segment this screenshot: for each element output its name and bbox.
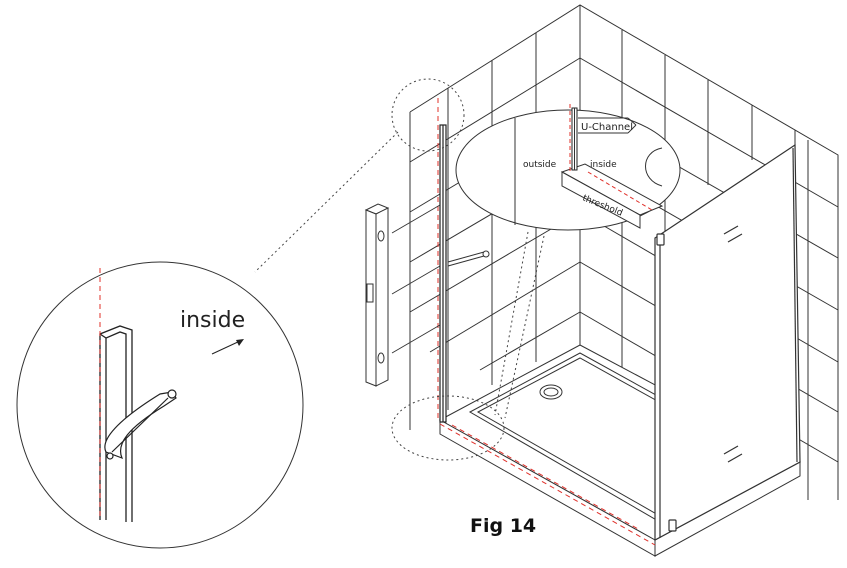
level-bubble-bottom-icon (378, 353, 384, 363)
top-callout (392, 79, 464, 151)
spirit-level-small (448, 251, 489, 266)
outside-label: outside (523, 160, 557, 170)
inside-small-label: inside (590, 160, 617, 170)
u-channel-label: U-Channel (581, 122, 633, 133)
u-channel (440, 125, 446, 422)
detail-circle-left: inside (17, 262, 303, 548)
level-bubble-top-icon (378, 231, 384, 241)
bottom-clip-icon (669, 520, 676, 531)
level-leader-lines (392, 205, 440, 353)
detail-ellipse-top: U-Channel outside inside threshold (456, 104, 680, 230)
figure-caption: Fig 14 (470, 515, 536, 537)
level-bubble-mid-icon (367, 284, 373, 302)
spirit-level (366, 204, 388, 386)
top-clip-icon (657, 234, 664, 245)
inside-label: inside (180, 308, 245, 333)
